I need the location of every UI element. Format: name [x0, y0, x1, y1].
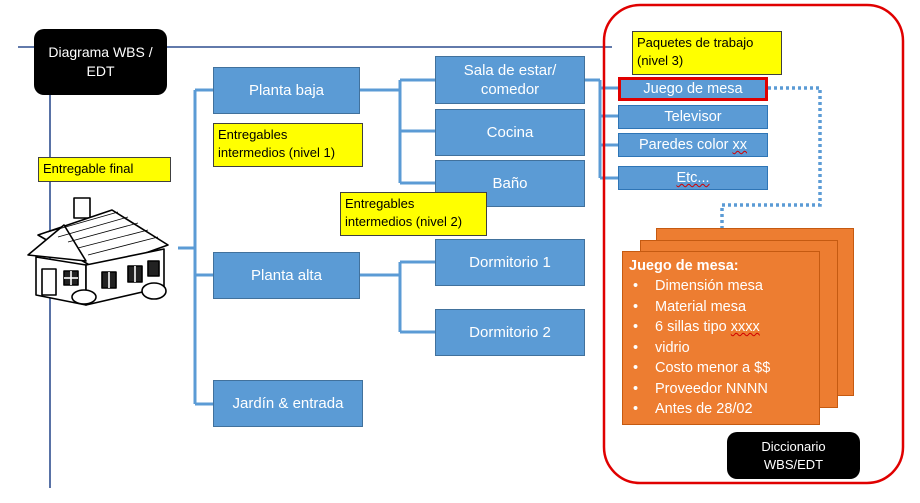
level3-frame [602, 3, 905, 485]
package-etc: Etc... [618, 166, 768, 190]
node-bano-label: Baño [492, 174, 528, 192]
level1-label-text: Entregables intermedios (nivel 1) [218, 127, 336, 160]
dictionary-item: vidrio [629, 338, 813, 359]
node-planta-alta: Planta alta [213, 252, 360, 299]
node-dormitorio-1-label: Dormitorio 1 [469, 253, 551, 271]
dictionary-item-text: Proveedor NNNN [655, 380, 768, 397]
node-dormitorio-2-label: Dormitorio 2 [469, 323, 551, 341]
diagram-title-text: Diagrama WBS / EDT [48, 44, 153, 79]
level2-label-text: Entregables intermedios (nivel 2) [345, 196, 463, 229]
package-juego-de-mesa: Juego de mesa [618, 77, 768, 101]
dictionary-heading: Juego de mesa: [629, 258, 739, 274]
diagram-title: Diagrama WBS / EDT [34, 29, 167, 95]
dictionary-item-text: Costo menor a $$ [655, 360, 771, 376]
package-televisor: Televisor [618, 105, 768, 129]
package-televisor-label: Televisor [664, 109, 722, 125]
dictionary-item-text: Antes de 28/02 [655, 401, 753, 417]
final-deliverable-label: Entregable final [38, 157, 171, 182]
package-paredes-color-label: Paredes color xx [639, 137, 747, 153]
dictionary-item: Costo menor a $$ [629, 358, 813, 379]
level3-label: Paquetes de trabajo (nivel 3) [632, 31, 782, 75]
node-sala-comedor-label: Sala de estar/ comedor [463, 61, 557, 99]
dictionary-item: Antes de 28/02 [629, 399, 813, 420]
package-paredes-color-placeholder: xx [732, 137, 748, 153]
level3-label-text: Paquetes de trabajo (nivel 3) [637, 35, 754, 68]
dictionary-label-text: Diccionario WBS/EDT [761, 438, 826, 472]
dictionary-list: Dimensión mesa Material mesa 6 sillas ti… [629, 276, 813, 420]
node-planta-alta-label: Planta alta [251, 266, 322, 284]
node-cocina: Cocina [435, 109, 585, 156]
dictionary-sheet-front: Juego de mesa: Dimensión mesa Material m… [622, 251, 820, 425]
dictionary-item-text: 6 sillas tipo [655, 319, 731, 335]
node-dormitorio-2: Dormitorio 2 [435, 309, 585, 356]
package-juego-de-mesa-label: Juego de mesa [643, 81, 743, 97]
package-etc-label: Etc... [676, 170, 710, 186]
node-jardin-entrada: Jardín & entrada [213, 380, 363, 427]
dictionary-label: Diccionario WBS/EDT [727, 432, 860, 479]
package-paredes-color: Paredes color xx [618, 133, 768, 157]
node-jardin-entrada-label: Jardín & entrada [232, 394, 344, 412]
node-planta-baja-label: Planta baja [248, 81, 325, 99]
dictionary-item: 6 sillas tipo xxxx [629, 317, 813, 338]
level2-label: Entregables intermedios (nivel 2) [340, 192, 487, 236]
node-planta-baja: Planta baja [213, 67, 360, 114]
node-sala-comedor: Sala de estar/ comedor [435, 56, 585, 104]
house-icon [27, 197, 169, 306]
dictionary-item: Dimensión mesa [629, 276, 813, 297]
node-cocina-label: Cocina [486, 123, 534, 141]
dictionary-item-text: Material mesa [655, 298, 747, 315]
dictionary-item-placeholder: xxxx [730, 319, 760, 335]
node-dormitorio-1: Dormitorio 1 [435, 239, 585, 286]
dictionary-item: Material mesa [629, 297, 813, 318]
package-paredes-color-text: Paredes color [639, 137, 729, 153]
final-deliverable-text: Entregable final [43, 161, 134, 176]
dictionary-item-text: Dimensión mesa [655, 278, 763, 294]
dictionary-item-text: vidrio [655, 339, 690, 356]
dotted-connector [720, 86, 822, 230]
dictionary-item: Proveedor NNNN [629, 379, 813, 400]
level1-label: Entregables intermedios (nivel 1) [213, 123, 363, 167]
